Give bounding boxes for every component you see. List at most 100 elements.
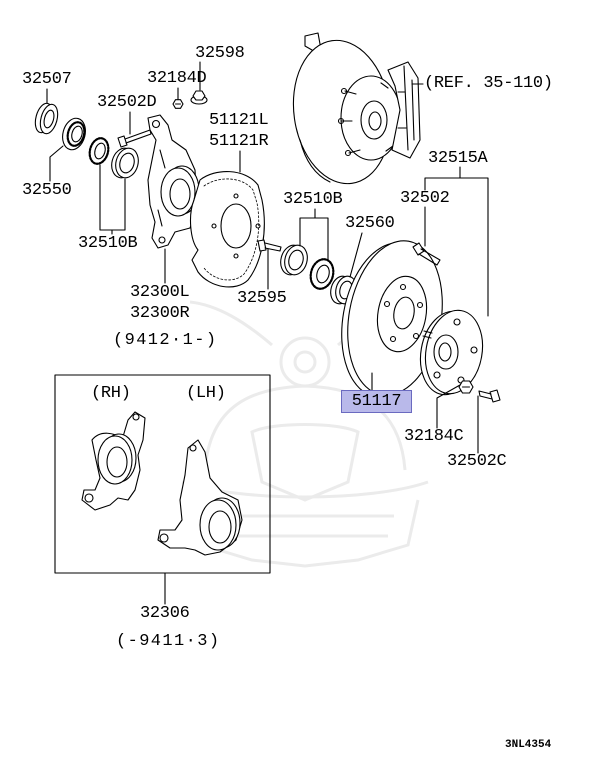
hub-bore xyxy=(160,167,196,217)
knuckle-lh-bore-inner xyxy=(208,510,232,544)
nut-32184d xyxy=(172,99,184,109)
shield-outline xyxy=(189,171,265,288)
knuckle-lh xyxy=(157,439,243,556)
race-hole xyxy=(288,249,304,271)
leader-32510b-right xyxy=(299,208,329,261)
label-32550[interactable]: 32550 xyxy=(22,181,72,200)
label-32510b-left[interactable]: 32510B xyxy=(78,234,138,253)
cone-hole xyxy=(316,264,330,284)
watermark-face xyxy=(250,423,360,502)
nut-32184c xyxy=(458,380,474,394)
rotor-lug-hole-3 xyxy=(412,332,420,340)
watermark-bands xyxy=(216,514,394,538)
bolt-shank xyxy=(124,129,152,144)
shield-hole-4 xyxy=(211,223,217,229)
watermark-crest-inner xyxy=(293,350,317,374)
leader-32560 xyxy=(349,232,363,278)
knuckle-32300 xyxy=(147,114,200,249)
watermark-helmet xyxy=(203,384,407,471)
hub-lug-hole-2 xyxy=(470,346,478,354)
bearing-32510b-inner xyxy=(88,137,110,165)
label-51121r[interactable]: 51121R xyxy=(209,132,269,151)
stud-head-2 xyxy=(344,149,352,157)
nut-hex xyxy=(192,90,206,101)
rotor-lug-hole-5 xyxy=(383,300,391,308)
bolt-32595 xyxy=(257,239,282,252)
label-32598[interactable]: 32598 xyxy=(195,44,245,63)
nut-32598 xyxy=(190,90,208,105)
hub-lug-hole-1 xyxy=(453,318,461,326)
label-32560[interactable]: 32560 xyxy=(345,214,395,233)
bolt-shank xyxy=(264,242,282,252)
bolt-32502c xyxy=(478,389,501,403)
label-32515a[interactable]: 32515A xyxy=(428,149,488,168)
bolt-head xyxy=(257,239,267,252)
knuckle-set-box xyxy=(54,374,271,574)
label-32507[interactable]: 32507 xyxy=(22,70,72,89)
label-51117-highlight[interactable]: 51117 xyxy=(341,390,412,413)
seal-32507 xyxy=(34,102,59,135)
toothed-ring-outer xyxy=(88,137,110,165)
bearing-32550 xyxy=(62,117,86,151)
hub-boss xyxy=(433,334,459,370)
bolt-32502d xyxy=(117,129,152,148)
backing-plate-rim xyxy=(299,139,331,183)
knuckle-lh-bore xyxy=(199,499,237,551)
drum-center xyxy=(368,111,382,131)
label-32502c[interactable]: 32502C xyxy=(447,452,507,471)
shield-rim xyxy=(203,178,260,281)
knuckle-rh-bore xyxy=(97,435,133,485)
brake-assembly-reference xyxy=(292,32,421,185)
knuckle-edge xyxy=(157,149,166,227)
knuckle-rh-bore-inner xyxy=(106,446,128,478)
toothed-ring-inner xyxy=(94,142,106,160)
dust-shield-51121 xyxy=(189,171,265,288)
label-32300r[interactable]: 32300R xyxy=(130,304,190,323)
bearing-race-32510b xyxy=(111,147,139,179)
hub-32515a xyxy=(419,309,484,396)
watermark-horn-left xyxy=(189,300,273,347)
label-32510b-right[interactable]: 32510B xyxy=(283,190,343,209)
knuckle-rh-lower-hole xyxy=(84,493,94,503)
bolt-shank xyxy=(418,248,441,266)
label-32502[interactable]: 32502 xyxy=(400,189,450,208)
rotor-hat xyxy=(376,275,428,353)
label-32300l[interactable]: 32300L xyxy=(130,283,190,302)
label-32595[interactable]: 32595 xyxy=(237,289,287,308)
shield-hole-3 xyxy=(233,253,239,259)
bearing-32510b-outer xyxy=(280,244,308,276)
caliper-detail xyxy=(397,65,415,151)
knuckle-upper-hole xyxy=(151,119,161,129)
knuckle-rh xyxy=(81,411,146,511)
race-hole xyxy=(119,152,135,174)
hub-bore-inner xyxy=(169,178,191,210)
rotor-center-hole xyxy=(393,296,415,330)
knuckle-lh-upper-hole xyxy=(189,444,197,452)
label-32306[interactable]: 32306 xyxy=(140,604,190,623)
leader-32510b-left xyxy=(99,164,126,235)
label-lh: (LH) xyxy=(186,384,226,403)
label-32184d[interactable]: 32184D xyxy=(147,69,207,88)
label-date-range-bottom: (-9411·3) xyxy=(116,632,221,651)
drum-studs xyxy=(341,82,394,154)
label-51121l[interactable]: 51121L xyxy=(209,111,269,130)
leader-32515a xyxy=(424,166,489,317)
label-32502d[interactable]: 32502D xyxy=(97,93,157,112)
bearing-32510b-cone xyxy=(309,258,335,290)
label-51117[interactable]: 51117 xyxy=(351,392,402,411)
knuckle-rh-upper-hole xyxy=(132,413,140,421)
shield-hole-1 xyxy=(233,193,239,199)
label-32184c[interactable]: 32184C xyxy=(404,427,464,446)
drum-inner xyxy=(360,100,388,140)
shield-hole-2 xyxy=(255,223,261,229)
hub-stud xyxy=(422,330,433,339)
rotor-lug-hole-1 xyxy=(399,283,407,291)
leader-lines xyxy=(46,61,489,605)
bearing-rollers xyxy=(66,121,86,147)
label-reference: (REF. 35-110) xyxy=(424,74,553,93)
rotor-lug-hole-2 xyxy=(416,301,424,309)
hub-lug-hole-4 xyxy=(433,371,441,379)
hub-boss-inner xyxy=(438,342,452,362)
figure-code: 3NL4354 xyxy=(505,739,552,751)
